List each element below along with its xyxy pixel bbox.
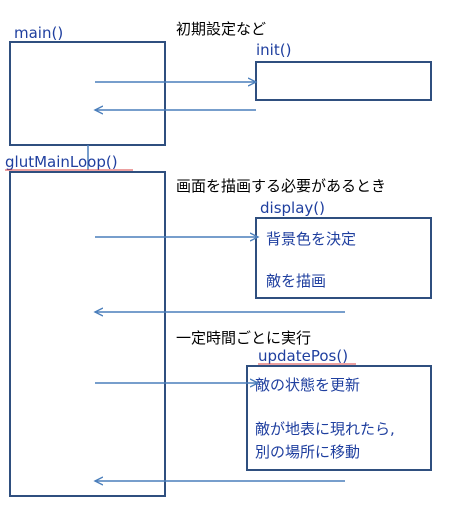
- update-label: updatePos(): [258, 347, 348, 365]
- update-body-line: 敵の状態を更新: [255, 376, 360, 394]
- display-box: [255, 217, 432, 299]
- init-note: 初期設定など: [176, 20, 266, 38]
- loop-box: [9, 171, 166, 497]
- update-body-line: 別の場所に移動: [255, 443, 360, 461]
- display-body-line: 敵を描画: [266, 272, 326, 290]
- init-box: [255, 61, 432, 101]
- init-label: init(): [256, 41, 291, 59]
- display-note: 画面を描画する必要があるとき: [176, 177, 386, 195]
- update-box: [246, 365, 432, 471]
- main-label: main(): [14, 24, 63, 42]
- display-body-line: 背景色を決定: [266, 230, 356, 248]
- loop-label: glutMainLoop(): [5, 153, 118, 171]
- update-note: 一定時間ごとに実行: [176, 329, 311, 347]
- main-box: [9, 41, 166, 146]
- update-body-line: 敵が地表に現れたら,: [255, 420, 395, 438]
- display-label: display(): [260, 199, 325, 217]
